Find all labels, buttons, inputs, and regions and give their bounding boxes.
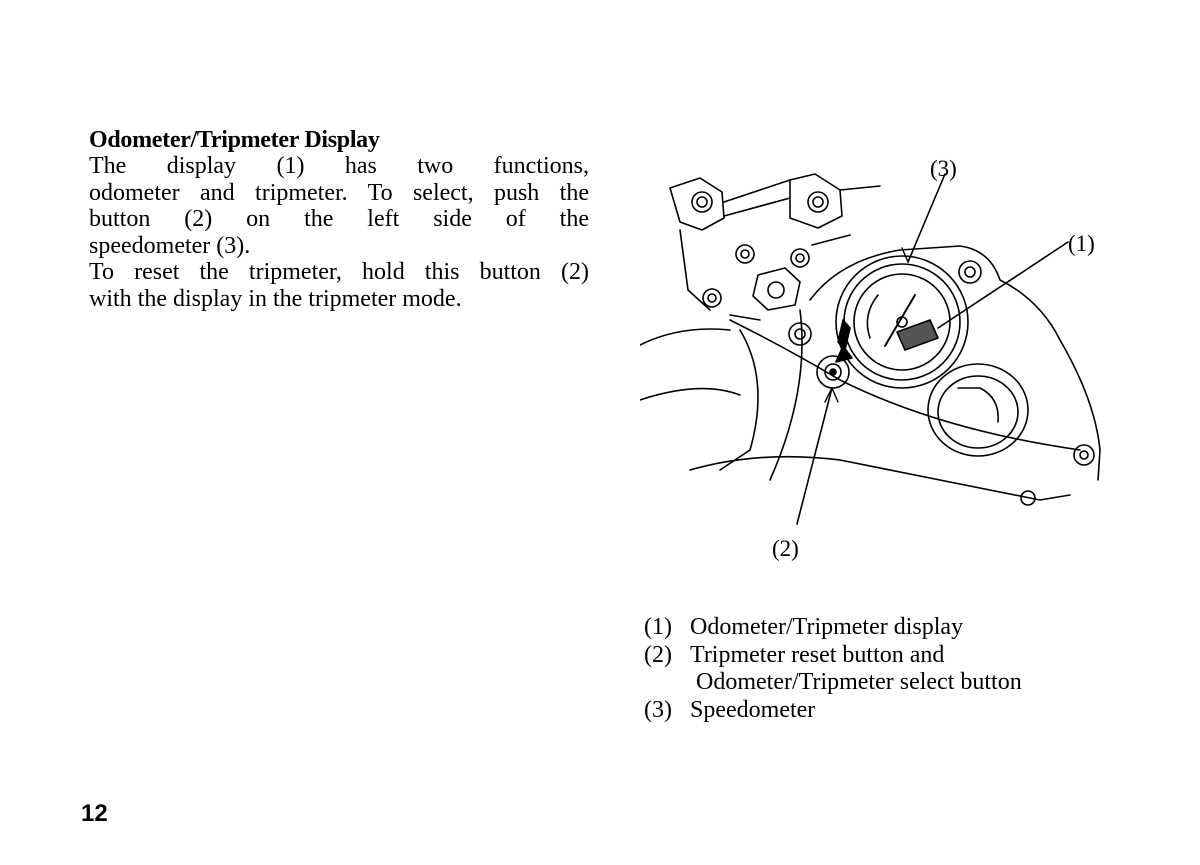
body-line: with the display in the tripmeter mode. bbox=[89, 285, 462, 312]
legend-text-continued: Odometer/Tripmeter select button bbox=[696, 669, 1022, 695]
body-line: button (2) on the left side of the bbox=[89, 206, 589, 232]
callout-display: (1) bbox=[1068, 231, 1095, 256]
legend-text: Tripmeter reset button and bbox=[690, 641, 945, 668]
reset-button-illustration bbox=[816, 319, 853, 389]
callout-speedometer: (3) bbox=[930, 156, 957, 181]
legend-text: Odometer/Tripmeter display bbox=[690, 614, 964, 640]
section-heading: Odometer/Tripmeter Display bbox=[89, 127, 380, 153]
body-line: speedometer (3). bbox=[89, 232, 251, 259]
legend-item: (1) Odometer/Tripmeter display bbox=[644, 614, 1022, 642]
callout-button: (2) bbox=[772, 536, 799, 561]
tank-cover-illustration bbox=[640, 245, 1101, 506]
odometer-display-illustration bbox=[896, 319, 939, 351]
figure-legend: (1) Odometer/Tripmeter display (2) Tripm… bbox=[644, 614, 1022, 724]
body-line: The display (1) has two functions, bbox=[89, 153, 589, 179]
legend-item: (3) Speedometer bbox=[644, 697, 1022, 725]
section-body: The display (1) has two functions, odome… bbox=[89, 153, 589, 312]
legend-number: (1) bbox=[644, 614, 672, 640]
instrument-panel-illustration bbox=[640, 150, 1120, 590]
legend-number: (2) bbox=[644, 641, 672, 668]
leader-line-2 bbox=[796, 387, 833, 525]
page-number: 12 bbox=[81, 800, 108, 827]
handlebar-clamp-illustration bbox=[669, 173, 881, 321]
fuel-gauge-illustration bbox=[927, 363, 1029, 457]
body-line: To reset the tripmeter, hold this button… bbox=[89, 259, 589, 285]
legend-item: (2) Tripmeter reset button and bbox=[644, 642, 1022, 670]
leader-line-1 bbox=[937, 241, 1069, 329]
legend-text: Speedometer bbox=[690, 696, 816, 723]
legend-number: (3) bbox=[644, 696, 672, 723]
body-line: odometer and tripmeter. To select, push … bbox=[89, 179, 589, 206]
